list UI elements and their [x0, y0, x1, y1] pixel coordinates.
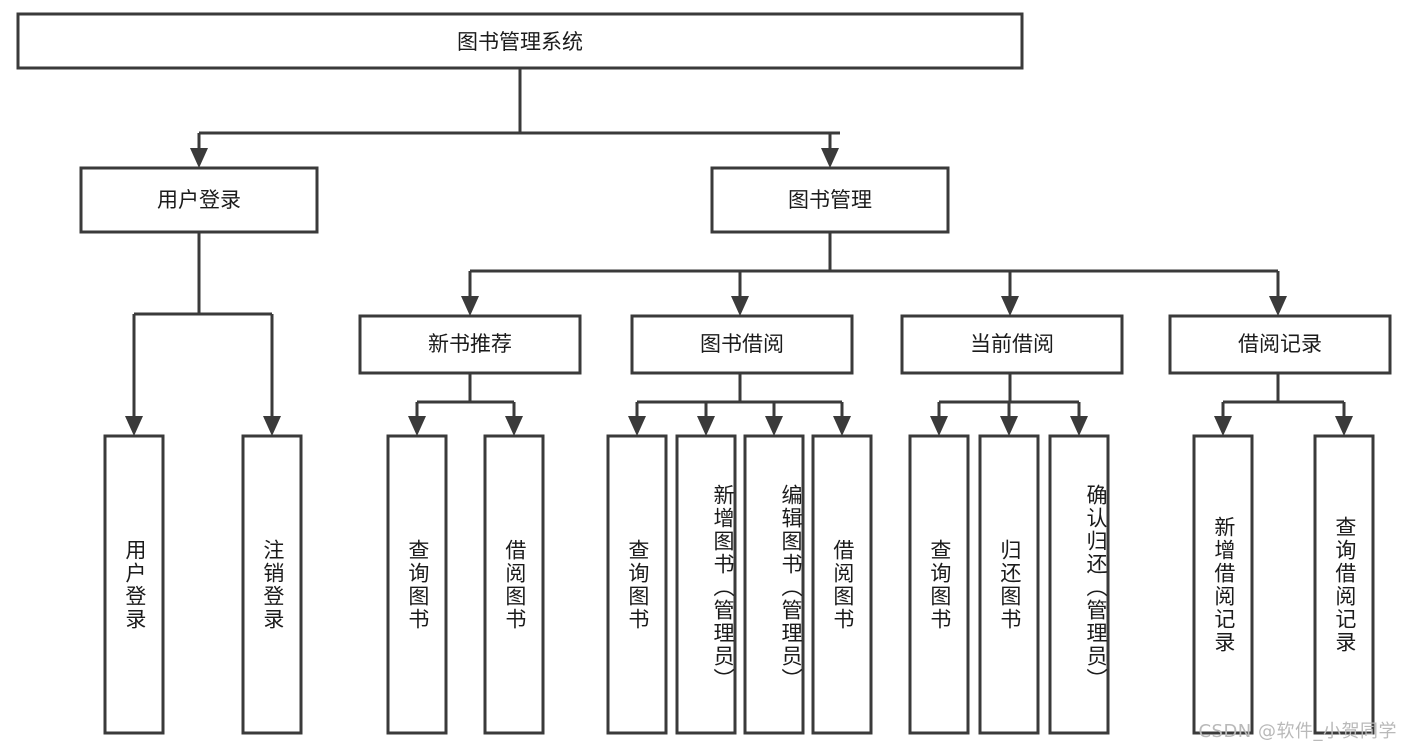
leaf-box-borrow-2[interactable]: [743, 434, 805, 735]
leaf-boxes-book-borrow: [606, 434, 873, 735]
leaf-box-user-login-0[interactable]: [103, 434, 165, 735]
node-book-borrow[interactable]: 图书借阅: [630, 314, 854, 375]
leaf-boxes-new-book-recommend: [386, 434, 545, 735]
leaf-boxes-borrow-record: [1192, 434, 1375, 735]
leaf-box-record-0[interactable]: [1192, 434, 1254, 735]
connector-userlogin-to-leaves: [125, 232, 281, 436]
node-borrow-record-label: 借阅记录: [1238, 332, 1322, 356]
node-new-book-recommend[interactable]: 新书推荐: [358, 314, 582, 375]
leaf-boxes-current-borrow: [908, 434, 1110, 735]
connector-record-to-leaves: [1214, 373, 1353, 436]
node-user-login[interactable]: 用户登录: [79, 166, 319, 234]
leaf-box-record-1[interactable]: [1313, 434, 1375, 735]
connector-newbook-to-leaves: [408, 373, 523, 436]
node-new-book-recommend-label: 新书推荐: [428, 332, 512, 356]
leaf-box-current-1[interactable]: [978, 434, 1040, 735]
node-book-management-label: 图书管理: [788, 188, 872, 212]
node-borrow-record[interactable]: 借阅记录: [1168, 314, 1392, 375]
leaf-boxes-user-login: [103, 434, 303, 735]
connector-root-to-level2: [190, 68, 840, 168]
connector-current-to-leaves: [930, 373, 1088, 436]
leaf-box-newbook-1[interactable]: [483, 434, 545, 735]
leaf-box-newbook-0[interactable]: [386, 434, 448, 735]
connector-borrow-to-leaves: [628, 373, 851, 436]
leaf-box-current-0[interactable]: [908, 434, 970, 735]
node-root[interactable]: 图书管理系统: [16, 12, 1024, 70]
leaf-box-borrow-3[interactable]: [811, 434, 873, 735]
node-book-borrow-label: 图书借阅: [700, 332, 784, 356]
node-book-management[interactable]: 图书管理: [710, 166, 950, 234]
leaf-box-borrow-0[interactable]: [606, 434, 668, 735]
node-current-borrow[interactable]: 当前借阅: [900, 314, 1124, 375]
connector-bookmgmt-to-level3: [461, 232, 1287, 316]
node-user-login-label: 用户登录: [157, 188, 241, 212]
csdn-watermark: CSDN @软件_小贺同学: [1198, 721, 1397, 742]
leaf-box-borrow-1[interactable]: [675, 434, 737, 735]
leaf-box-current-2[interactable]: [1048, 434, 1110, 735]
node-root-label: 图书管理系统: [457, 30, 583, 54]
leaf-box-user-login-1[interactable]: [241, 434, 303, 735]
node-current-borrow-label: 当前借阅: [970, 332, 1054, 356]
